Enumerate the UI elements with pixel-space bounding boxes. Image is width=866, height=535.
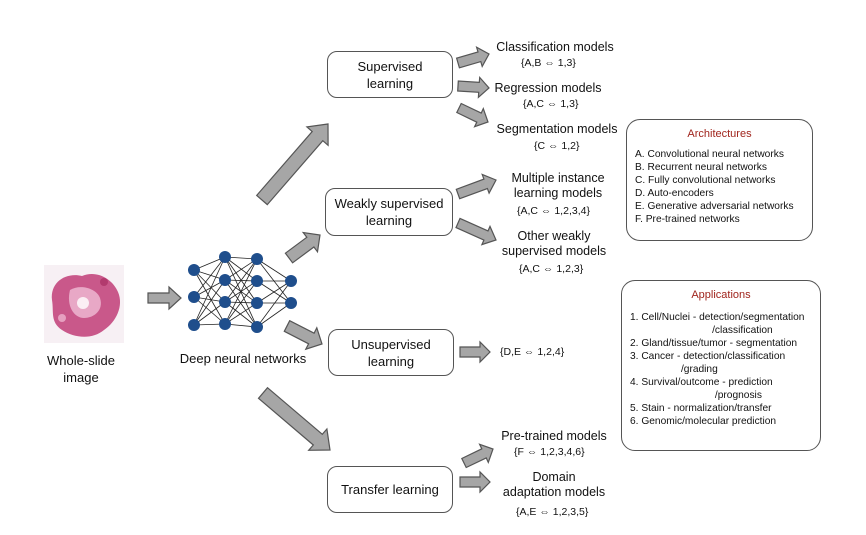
network-edge — [193, 256, 226, 298]
network-edge — [193, 256, 226, 326]
classification-models-label: Classification models — [496, 40, 614, 54]
architectures-title: Architectures — [687, 128, 752, 140]
network-edge — [193, 279, 226, 326]
network-node — [285, 297, 297, 309]
network-node — [219, 274, 231, 286]
tissue-region — [77, 297, 89, 309]
whole-slide-image-label: Whole-slide image — [47, 353, 115, 385]
network-edge — [224, 258, 258, 325]
multiple-instance-learning-label: Multiple instance learning models — [511, 171, 605, 200]
network-node — [285, 275, 297, 287]
to-pretrained-arrow — [460, 443, 494, 469]
slide-to-network-arrow — [147, 285, 182, 311]
network-edge — [256, 280, 292, 304]
to-supervised-arrow — [255, 123, 329, 206]
network-edge — [193, 269, 226, 303]
network-edge — [224, 258, 258, 281]
application-item: 3. Cancer - detection/classification /gr… — [630, 351, 786, 375]
architecture-item: B. Recurrent neural networks — [635, 162, 767, 173]
network-node — [251, 275, 263, 287]
segmentation-models-codes: {C ⇔ 1,2} — [534, 140, 580, 152]
network-edge — [193, 269, 226, 325]
network-edge — [224, 256, 258, 282]
pre-trained-models-codes: {F ⇔ 1,2,3,4,6} — [514, 446, 585, 458]
to-segmentation-arrow — [455, 102, 489, 128]
other-weakly-supervised-codes: {A,C ⇔ 1,2,3} — [519, 263, 584, 275]
to-weakly-arrow — [284, 231, 321, 264]
to-domain-adaptation-arrow — [459, 470, 491, 494]
network-edge — [224, 279, 258, 328]
architecture-item: A. Convolutional neural networks — [635, 149, 784, 160]
application-item: 4. Survival/outcome - prediction /progno… — [630, 377, 773, 401]
architecture-item: C. Fully convolutional networks — [635, 175, 776, 186]
domain-adaptation-models-label: Domain adaptation models — [502, 470, 606, 499]
classification-models-codes: {A,B ⇔ 1,3} — [521, 57, 576, 69]
application-item: 2. Gland/tissue/tumor - segmentation — [630, 338, 798, 349]
network-edge — [256, 280, 292, 328]
supervised-learning-box: Supervised learning — [327, 51, 453, 98]
network-edge — [193, 296, 226, 325]
network-edge — [224, 301, 258, 328]
unsupervised-codes: {D,E ⇔ 1,2,4} — [500, 346, 565, 358]
applications-title: Applications — [691, 289, 751, 301]
network-edge — [256, 258, 292, 282]
network-edge — [224, 302, 258, 325]
architectures-panel: Architectures A. Convolutional neural ne… — [626, 119, 813, 241]
domain-adaptation-models-codes: {A,E ⇔ 1,2,3,5} — [516, 506, 589, 518]
to-regression-arrow — [457, 75, 490, 99]
network-node — [219, 318, 231, 330]
network-edge — [224, 280, 258, 325]
to-mil-arrow — [455, 173, 497, 200]
network-edge — [256, 302, 292, 328]
architecture-item: F. Pre-trained networks — [635, 214, 740, 225]
to-classification-arrow — [455, 45, 490, 69]
segmentation-models-label: Segmentation models — [496, 122, 618, 136]
network-node — [219, 251, 231, 263]
network-edge — [193, 301, 226, 326]
architecture-item: E. Generative adversarial networks — [635, 201, 794, 212]
network-node — [251, 321, 263, 333]
tissue-region — [100, 278, 108, 286]
regression-models-label: Regression models — [494, 81, 602, 95]
weakly-supervised-learning-box: Weakly supervised learning — [325, 188, 453, 236]
deep-neural-networks-label: Deep neural networks — [179, 351, 307, 366]
other-weakly-supervised-label: Other weakly supervised models — [501, 229, 607, 258]
network-node — [188, 264, 200, 276]
network-edge — [224, 258, 258, 303]
to-unsupervised-arrow — [283, 319, 323, 351]
applications-list: 1. Cell/Nuclei - detection/segmentation … — [622, 311, 820, 428]
network-node — [219, 296, 231, 308]
application-item: 5. Stain - normalization/transfer — [630, 403, 772, 414]
tissue-region — [58, 314, 66, 322]
network-node — [251, 253, 263, 265]
unsupervised-learning-box: Unsupervised learning — [328, 329, 454, 376]
application-item: 1. Cell/Nuclei - detection/segmentation … — [630, 312, 805, 336]
network-node — [251, 297, 263, 309]
regression-models-codes: {A,C ⇔ 1,3} — [523, 98, 579, 110]
applications-panel: Applications 1. Cell/Nuclei - detection/… — [621, 280, 821, 451]
to-unsupervised-codes-arrow — [459, 340, 491, 364]
application-item: 6. Genomic/molecular prediction — [630, 416, 777, 427]
network-node — [188, 291, 200, 303]
to-transfer-arrow — [257, 386, 331, 451]
network-node — [188, 319, 200, 331]
to-other-weakly-arrow — [455, 217, 497, 246]
transfer-learning-box: Transfer learning — [327, 466, 453, 513]
pre-trained-models-label: Pre-trained models — [501, 429, 607, 443]
architecture-item: D. Auto-encoders — [635, 188, 714, 199]
architectures-list: A. Convolutional neural networks B. Recu… — [627, 148, 812, 226]
multiple-instance-learning-codes: {A,C ⇔ 1,2,3,4} — [517, 205, 590, 217]
